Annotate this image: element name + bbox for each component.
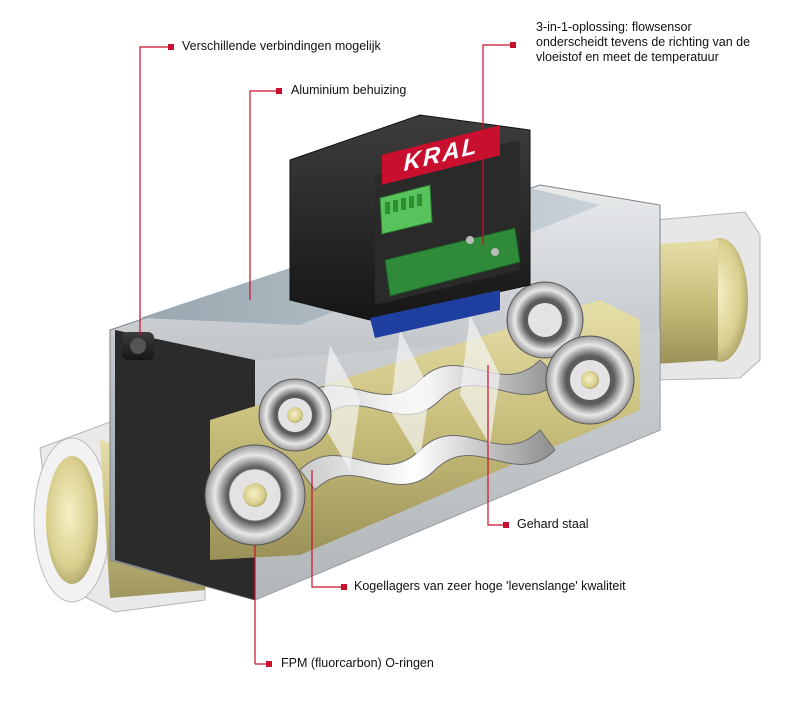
leader-line-housing [249,90,278,300]
callout-housing: Aluminium behuizing [291,83,407,97]
leader-line-sensor [482,44,512,245]
screw-rotors [299,315,561,491]
inner-cavity [210,300,640,560]
callout-marker-steel [503,522,509,528]
leader-line-connections [139,46,170,335]
callout-sensor: 3-in-1-oplossing: flowsensor onderscheid… [536,20,751,64]
callout-orings: FPM (fluorcarbon) O-ringen [281,656,434,670]
callout-bearings: Kogellagers van zeer hoge 'levenslange' … [354,579,626,593]
callout-marker-housing [276,88,282,94]
callout-marker-bearings [341,584,347,590]
callout-connections: Verschillende verbindingen mogelijk [182,39,381,53]
sensor-enclosure [289,114,531,338]
leader-line-bearings [311,470,343,588]
leader-lines [139,44,512,665]
leader-line-steel [487,365,505,526]
callout-marker-orings [266,661,272,667]
ball-bearings [204,281,635,546]
callout-marker-connections [168,44,174,50]
callout-marker-sensor [510,42,516,48]
callout-steel: Gehard staal [517,517,589,531]
